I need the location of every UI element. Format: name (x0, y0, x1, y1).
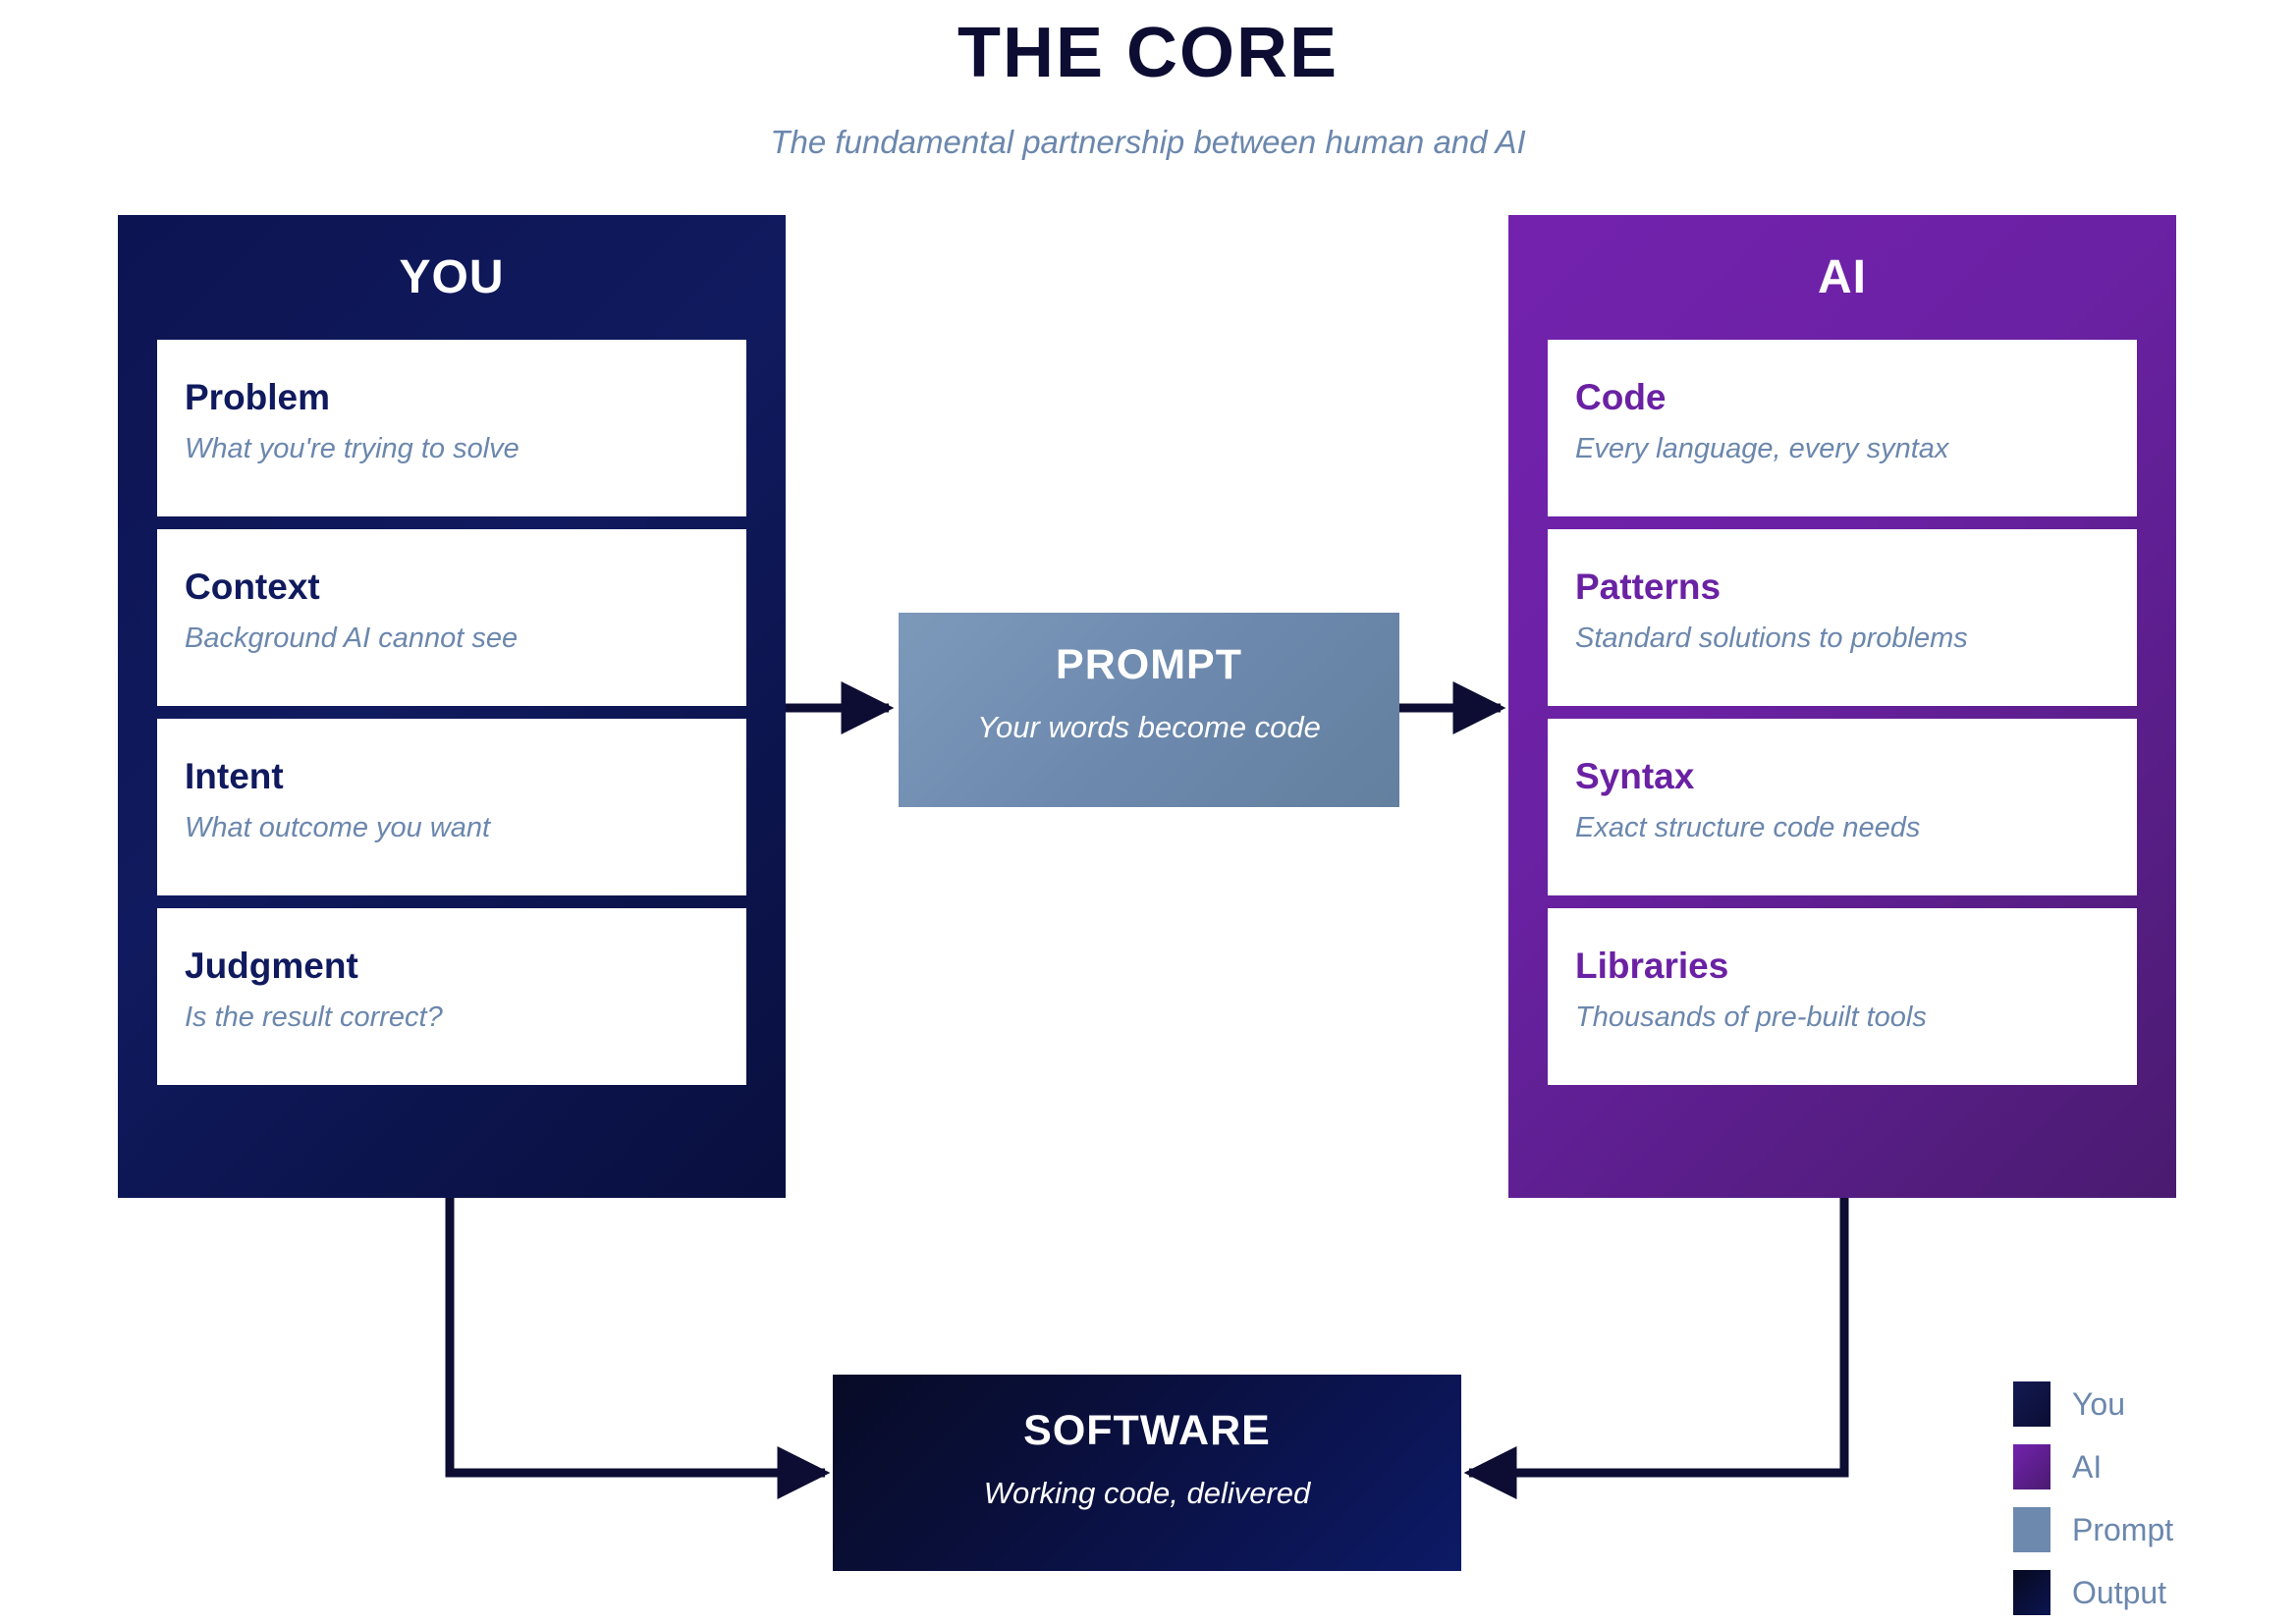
legend-item-output[interactable]: Output (2013, 1561, 2173, 1624)
card-title: Intent (185, 756, 284, 796)
software-box-title: SOFTWARE (1023, 1407, 1271, 1454)
card-title: Libraries (1575, 946, 1729, 986)
card-description: Standard solutions to problems (1575, 623, 1968, 654)
page-title: THE CORE (957, 14, 1339, 92)
card-judgment[interactable]: Judgment Is the result correct? (157, 908, 746, 1085)
legend-swatch-icon (2013, 1570, 2050, 1615)
card-description: Every language, every syntax (1575, 433, 1949, 464)
arrow-ai-to-software (1463, 1198, 1849, 1499)
panel-ai-card-list: Code Every language, every syntax Patter… (1548, 340, 2137, 1085)
legend-swatch-icon (2013, 1381, 2050, 1427)
legend-swatch-icon (2013, 1444, 2050, 1489)
legend-item-prompt[interactable]: Prompt (2013, 1498, 2173, 1561)
card-intent[interactable]: Intent What outcome you want (157, 719, 746, 895)
prompt-box-description: Your words become code (977, 710, 1321, 744)
legend-label: Prompt (2072, 1512, 2174, 1547)
legend-label: Output (2072, 1575, 2167, 1610)
arrow-you-to-software (445, 1198, 831, 1499)
panel-you-title: YOU (399, 251, 505, 303)
legend-label: AI (2072, 1449, 2103, 1485)
legend-item-ai[interactable]: AI (2013, 1435, 2173, 1498)
panel-you[interactable]: YOU Problem What you're trying to solve … (118, 215, 786, 1198)
legend-swatch-icon (2013, 1507, 2050, 1552)
panel-you-card-list: Problem What you're trying to solve Cont… (157, 340, 746, 1085)
card-description: What you're trying to solve (185, 433, 519, 464)
prompt-box-title: PROMPT (1056, 641, 1242, 688)
card-description: Background AI cannot see (185, 623, 519, 654)
software-box-description: Working code, delivered (983, 1476, 1311, 1510)
card-title: Judgment (185, 946, 358, 986)
software-box[interactable]: SOFTWARE Working code, delivered (833, 1375, 1461, 1571)
prompt-box[interactable]: PROMPT Your words become code (899, 613, 1399, 807)
card-description: Is the result correct? (185, 1001, 443, 1033)
card-context[interactable]: Context Background AI cannot see (157, 529, 746, 706)
panel-ai[interactable]: AI Code Every language, every syntax Pat… (1508, 215, 2176, 1198)
card-description: Exact structure code needs (1575, 812, 1921, 843)
card-syntax[interactable]: Syntax Exact structure code needs (1548, 719, 2137, 895)
legend-label: You (2072, 1386, 2125, 1422)
card-title: Code (1575, 377, 1667, 417)
legend: You AI Prompt Output (2013, 1373, 2173, 1624)
card-libraries[interactable]: Libraries Thousands of pre-built tools (1548, 908, 2137, 1085)
card-title: Context (185, 567, 320, 607)
card-title: Patterns (1575, 567, 1722, 607)
card-description: What outcome you want (185, 812, 491, 843)
card-title: Syntax (1575, 756, 1695, 796)
card-description: Thousands of pre-built tools (1575, 1001, 1927, 1033)
card-code[interactable]: Code Every language, every syntax (1548, 340, 2137, 516)
card-problem[interactable]: Problem What you're trying to solve (157, 340, 746, 516)
card-title: Problem (185, 377, 331, 417)
panel-ai-title: AI (1818, 251, 1867, 303)
page-subtitle: The fundamental partnership between huma… (770, 124, 1526, 160)
card-patterns[interactable]: Patterns Standard solutions to problems (1548, 529, 2137, 706)
legend-item-you[interactable]: You (2013, 1373, 2173, 1435)
